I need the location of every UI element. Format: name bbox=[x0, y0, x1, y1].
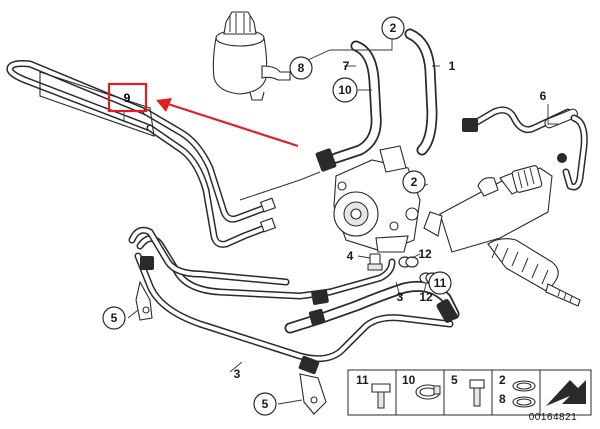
return-hose bbox=[239, 40, 382, 201]
label-6: 6 bbox=[540, 89, 547, 103]
suction-hose bbox=[404, 28, 438, 156]
fluid-reservoir bbox=[212, 11, 291, 101]
callout-12-top[interactable]: 12 bbox=[418, 247, 432, 261]
label-9: 9 bbox=[124, 91, 131, 105]
callout-11[interactable]: 11 bbox=[428, 271, 452, 295]
legend-item-5[interactable]: 5 bbox=[451, 373, 485, 407]
label-10: 10 bbox=[338, 83, 352, 97]
callout-12-bottom[interactable]: 12 bbox=[419, 290, 433, 304]
power-steering-pump bbox=[333, 145, 421, 253]
legend-label-10: 10 bbox=[402, 373, 416, 387]
label-1: 1 bbox=[449, 59, 456, 73]
label-5-bottom: 5 bbox=[262, 397, 269, 411]
legend-label-8: 8 bbox=[499, 392, 506, 406]
diagram-number: 00164821 bbox=[529, 412, 578, 423]
highlight-arrow-head bbox=[156, 98, 172, 112]
label-3-right: 3 bbox=[397, 290, 404, 304]
seal-ring-upper bbox=[398, 256, 419, 268]
callout-9[interactable]: 9 bbox=[124, 91, 131, 105]
parts-legend: 11 10 5 2 8 bbox=[347, 369, 592, 416]
callout-3-right[interactable]: 3 bbox=[397, 290, 404, 304]
callout-2-top[interactable]: 2 bbox=[381, 16, 405, 40]
callout-2-mid[interactable]: 2 bbox=[402, 170, 426, 194]
callout-6[interactable]: 6 bbox=[540, 89, 547, 103]
label-2-top: 2 bbox=[390, 21, 397, 35]
bracket-bottom bbox=[299, 373, 327, 415]
legend-label-5: 5 bbox=[451, 373, 458, 387]
callout-1[interactable]: 1 bbox=[449, 59, 456, 73]
bracket-left bbox=[135, 280, 153, 321]
legend-label-11: 11 bbox=[356, 373, 369, 387]
label-5-left: 5 bbox=[111, 311, 118, 325]
cooler-pipe-assembly bbox=[6, 60, 277, 248]
pressure-pipe-upper bbox=[462, 106, 588, 191]
union-bolt bbox=[367, 253, 383, 271]
label-12-top: 12 bbox=[418, 247, 432, 261]
legend-item-10[interactable]: 10 bbox=[402, 373, 441, 400]
label-8: 8 bbox=[298, 61, 305, 75]
callout-7[interactable]: 7 bbox=[343, 59, 350, 73]
legend-item-2[interactable]: 2 bbox=[499, 373, 536, 392]
callout-10[interactable]: 10 bbox=[332, 77, 358, 103]
label-11: 11 bbox=[434, 276, 447, 290]
legend-label-2: 2 bbox=[499, 373, 506, 387]
legend-item-8[interactable]: 8 bbox=[499, 392, 536, 408]
callout-4[interactable]: 4 bbox=[347, 249, 354, 263]
label-4: 4 bbox=[347, 249, 354, 263]
label-12-bottom: 12 bbox=[419, 290, 433, 304]
label-2-mid: 2 bbox=[411, 175, 418, 189]
callout-5-bottom[interactable]: 5 bbox=[253, 392, 277, 416]
highlight-arrow-shaft bbox=[167, 102, 299, 148]
callout-8[interactable]: 8 bbox=[289, 56, 313, 80]
steering-gear bbox=[423, 165, 581, 307]
legend-item-11[interactable]: 11 bbox=[356, 373, 391, 409]
label-7: 7 bbox=[343, 59, 350, 73]
highlight-callout bbox=[107, 82, 299, 148]
pressure-hose-lower bbox=[128, 226, 460, 375]
label-3-bottom: 3 bbox=[234, 367, 241, 381]
callout-5-left[interactable]: 5 bbox=[102, 306, 126, 330]
callout-3-bottom[interactable]: 3 bbox=[234, 367, 241, 381]
legend-arrow-icon bbox=[546, 380, 586, 406]
highlight-box bbox=[107, 82, 148, 113]
